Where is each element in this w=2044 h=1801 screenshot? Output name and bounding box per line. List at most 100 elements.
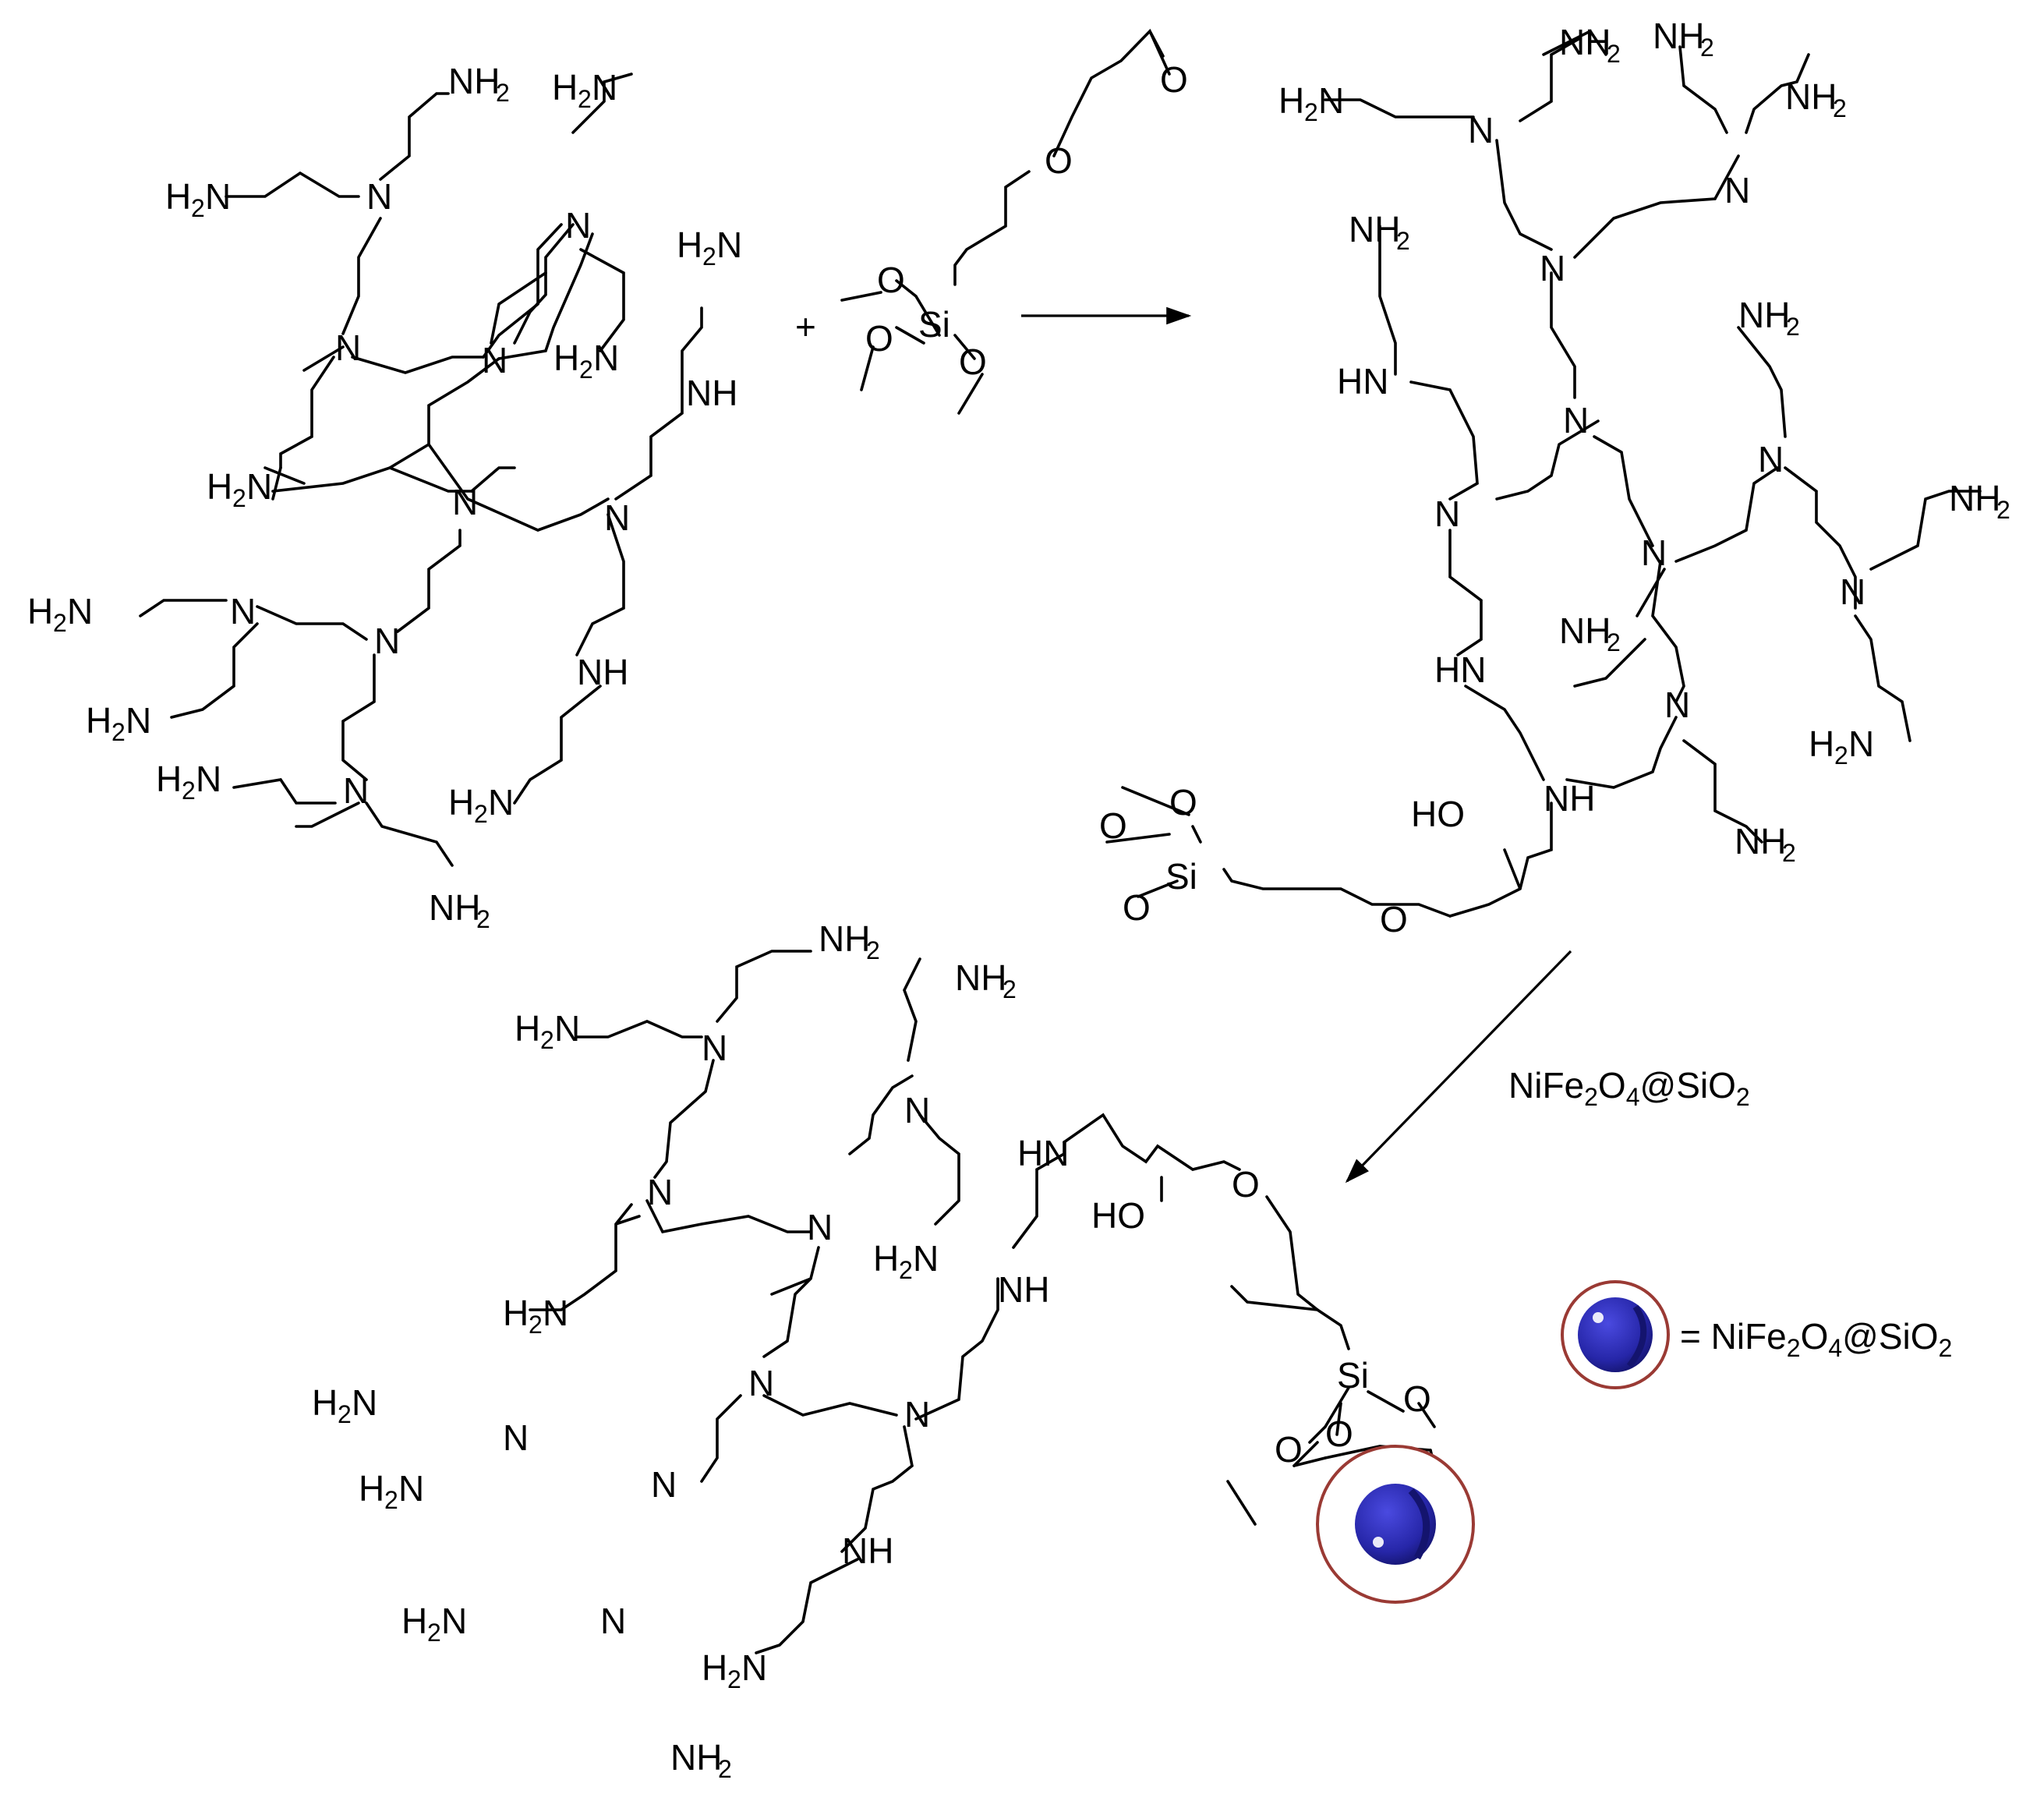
reagent-label: NiFe2O4@SiO2: [1508, 1065, 1750, 1111]
atom-subscript: 2: [1834, 741, 1848, 770]
atom-subscript: 2: [474, 800, 488, 828]
atom-subscript: 2: [384, 1486, 398, 1514]
atom-subscript: 2: [111, 718, 126, 746]
bond-path: [379, 92, 450, 181]
atom-subscript: 2: [232, 484, 246, 512]
bond-path: [575, 513, 625, 656]
bond-path: [529, 1203, 641, 1311]
bond-path: [953, 170, 1031, 286]
atom-label: N: [398, 1468, 424, 1509]
atom-label: N: [1848, 724, 1874, 764]
atom-label: N: [904, 1090, 930, 1130]
bond-path: [645, 1199, 812, 1234]
atom-subscript: 2: [866, 936, 880, 964]
bond-path: [232, 778, 337, 805]
atom-label: H: [448, 782, 474, 823]
atom-label: N: [196, 759, 221, 799]
atom-subscript: 2: [1607, 628, 1621, 656]
atom-label: O: [1123, 887, 1151, 928]
bond-path: [139, 599, 368, 719]
atom-subscript: 2: [1003, 975, 1017, 1003]
bond-path: [470, 466, 516, 493]
atom-label: NH: [686, 373, 737, 413]
bond-path: [1378, 225, 1479, 501]
bond-path: [1550, 271, 1576, 399]
bond-path: [295, 653, 376, 828]
bond-path: [762, 1246, 820, 1358]
atom-label: H: [1809, 724, 1834, 764]
atom-label: H: [552, 67, 578, 108]
bond-path: [513, 685, 602, 805]
bond-path: [1012, 1141, 1066, 1249]
atom-subscript: 2: [578, 85, 592, 113]
atom-label: HN: [1434, 649, 1486, 690]
atom-label: O: [1325, 1414, 1353, 1454]
bond-path: [614, 306, 703, 501]
bond-path: [755, 1558, 859, 1654]
atom-label: NH: [1738, 295, 1790, 335]
label-part: = NiFe: [1680, 1316, 1787, 1357]
atom-label: NH: [448, 61, 500, 101]
label-part: 4: [1626, 1083, 1640, 1111]
atom-label: N: [592, 67, 617, 108]
bond-path: [341, 217, 382, 335]
label-part: 2: [1584, 1083, 1598, 1111]
bond-path: [840, 1425, 914, 1553]
atom-label: H: [702, 1647, 727, 1688]
label-part: 2: [1787, 1334, 1801, 1362]
bond-path: [513, 223, 575, 345]
bond-path: [1160, 1176, 1319, 1311]
immobilized-pei-product: [529, 950, 1436, 1654]
atom-label: N: [503, 1417, 529, 1458]
atom-label: Si: [918, 304, 950, 345]
atom-label: N: [904, 1394, 930, 1435]
atom-label: N: [702, 1028, 727, 1068]
atom-label: NH: [1735, 821, 1786, 862]
atom-label: N: [600, 1601, 626, 1641]
atom-label: H: [359, 1468, 384, 1509]
core-shade: [1408, 1488, 1430, 1560]
bond-path: [918, 1113, 960, 1226]
bond-path: [575, 950, 812, 1038]
atom-label: HO: [1411, 794, 1465, 834]
legend-core-shade: [1626, 1304, 1647, 1368]
bond-path: [263, 466, 306, 501]
atom-label: N: [452, 482, 478, 522]
atom-label: N: [205, 176, 231, 217]
atom-label: N: [1563, 400, 1589, 441]
atom-subscript: 2: [1304, 98, 1318, 126]
atom-label: NH: [577, 652, 628, 692]
atom-label: H: [1278, 80, 1304, 121]
atom-subscript: 2: [702, 242, 716, 271]
atom-subscript: 2: [1396, 227, 1410, 255]
bond-path: [1293, 1386, 1405, 1467]
atom-label: N: [651, 1464, 677, 1505]
atom-label: O: [1403, 1378, 1431, 1419]
pei-dendrimer-reactant: [139, 73, 703, 867]
atom-subscript: 2: [579, 356, 593, 384]
atom-label: NH: [842, 1530, 893, 1571]
atom-label: NH: [955, 957, 1006, 998]
bond-path: [653, 1059, 715, 1179]
atom-label: H: [503, 1293, 529, 1333]
bond-path: [1495, 29, 1728, 251]
atom-label: NH: [1785, 76, 1837, 117]
bond-path: [497, 232, 594, 360]
core-highlight: [1373, 1537, 1384, 1548]
atom-subscript: 2: [1782, 839, 1796, 867]
atom-label: N: [67, 591, 93, 632]
atom-label: N: [554, 1008, 580, 1049]
atom-label: N: [1468, 110, 1494, 150]
label-part: 2: [1939, 1334, 1953, 1362]
bond-path: [1573, 560, 1685, 703]
atom-label: N: [593, 338, 619, 378]
atom-subscript: 2: [191, 194, 205, 222]
bond-path: [700, 1394, 742, 1483]
atom-label: O: [1169, 782, 1197, 823]
atom-label: HN: [1017, 1133, 1069, 1173]
atom-label: N: [1641, 533, 1667, 573]
bond-path: [1674, 326, 1787, 563]
